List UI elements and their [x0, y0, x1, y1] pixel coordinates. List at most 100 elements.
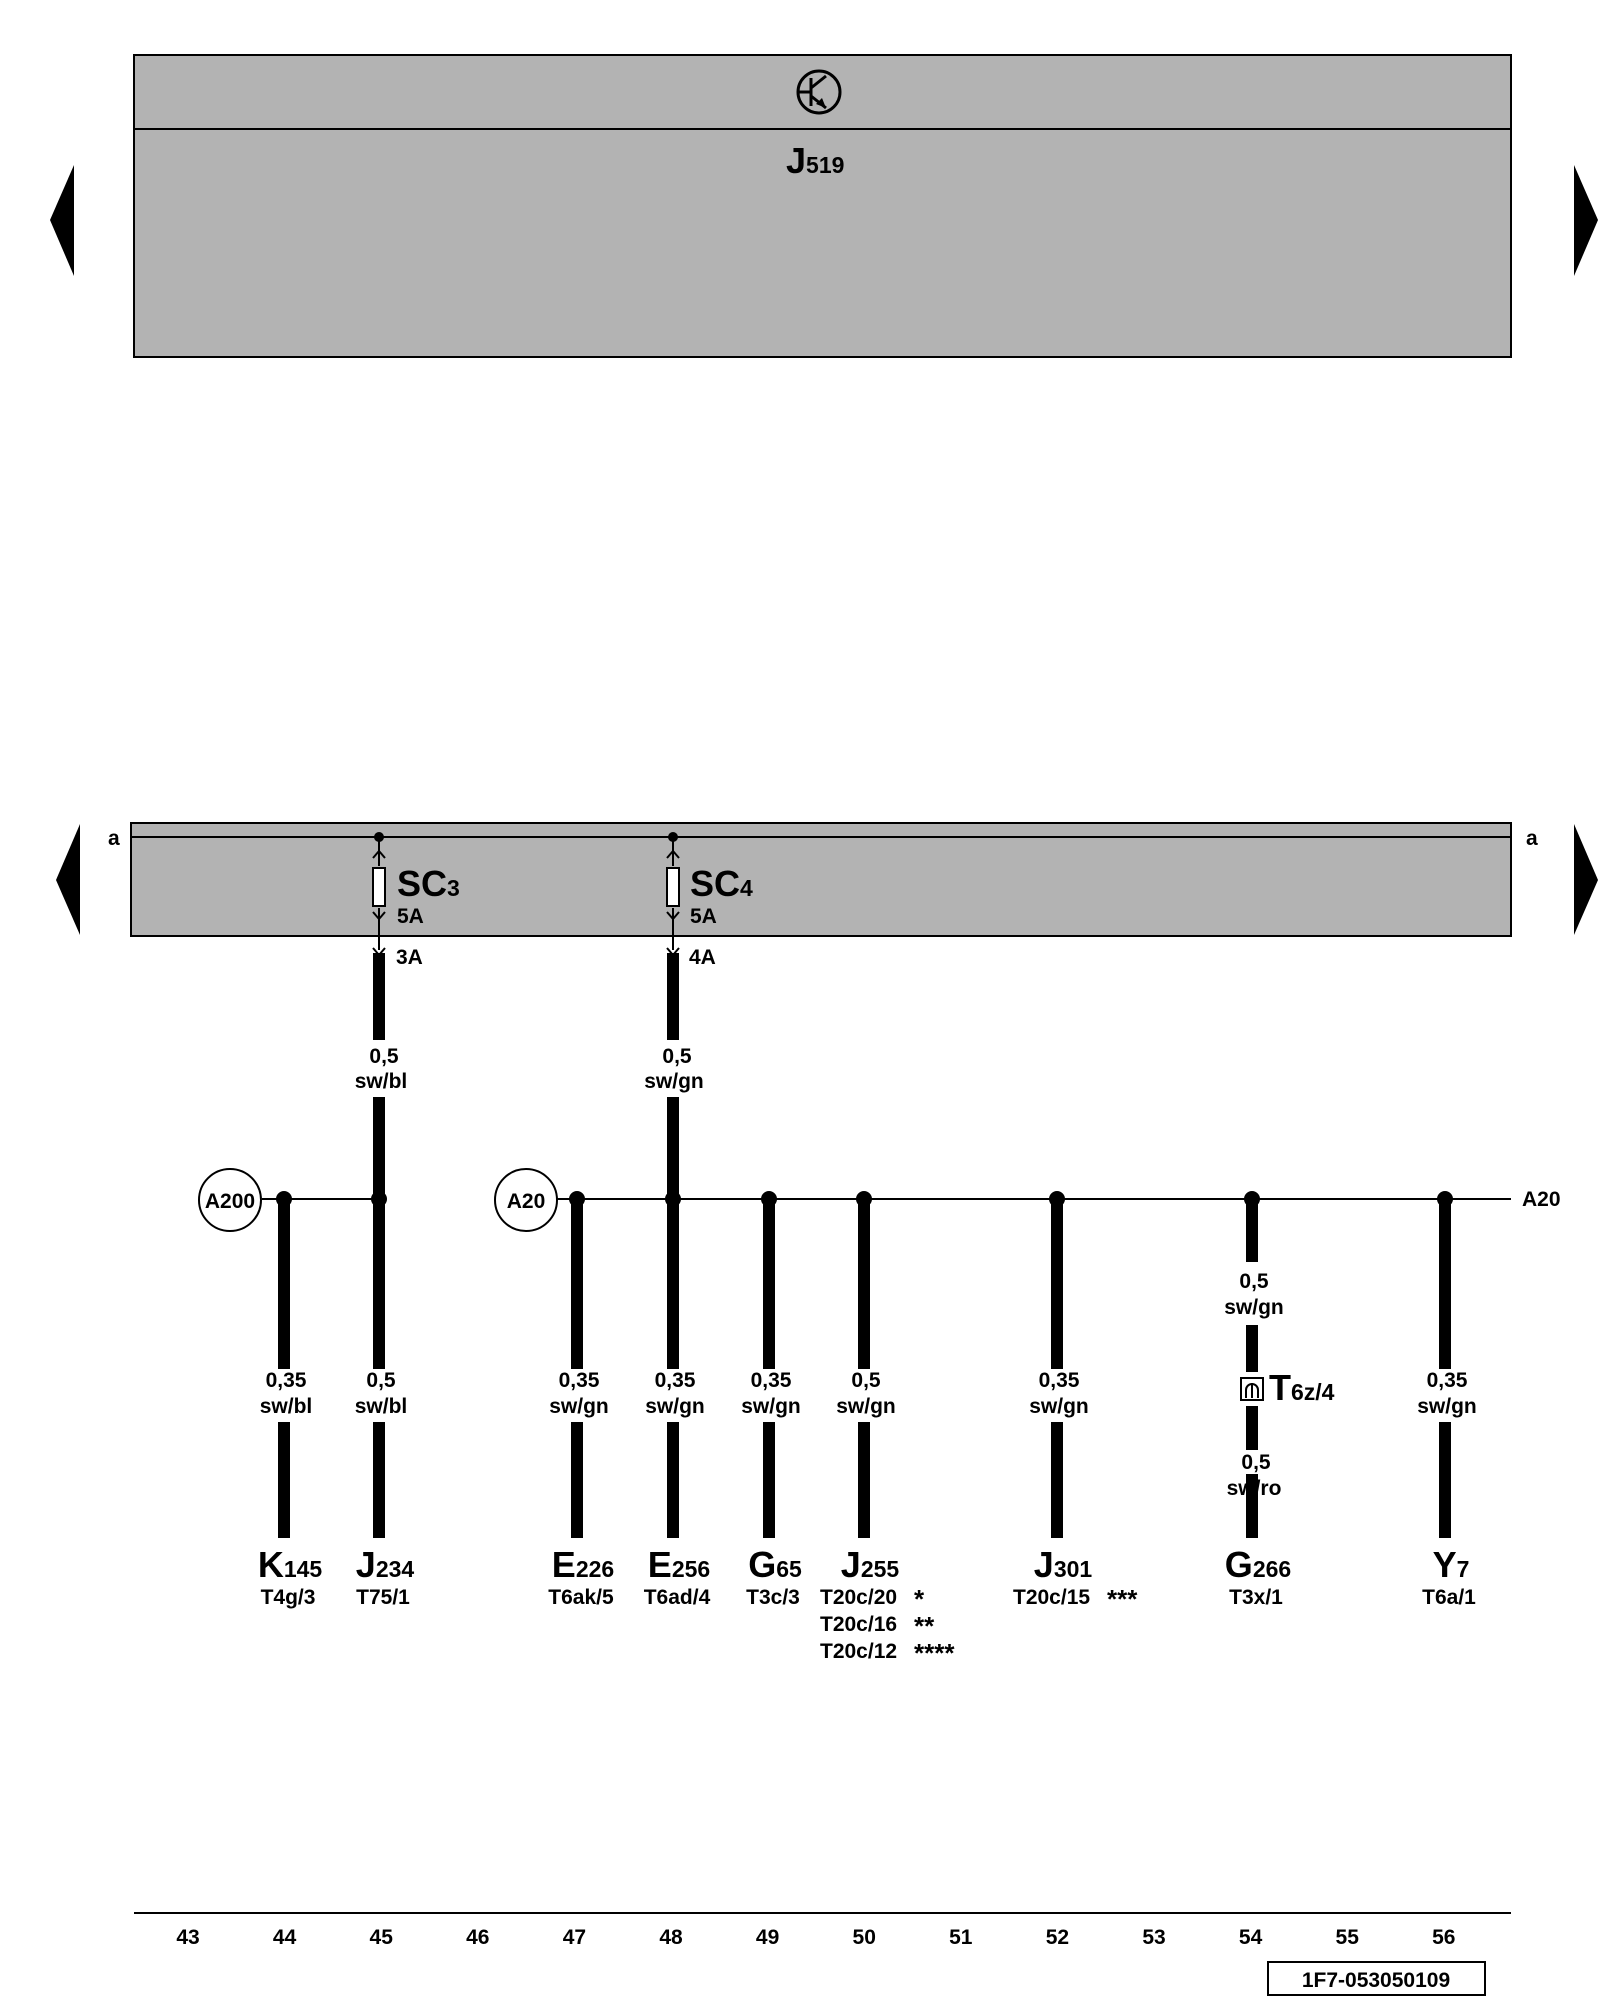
ruler-number: 49: [756, 1926, 779, 1949]
wire-color: sw/gn: [1417, 1395, 1477, 1418]
wire-size: 0,5: [1239, 1270, 1269, 1293]
splice-a20-right-label: A20: [1522, 1188, 1561, 1211]
pin-label: T20c/16: [820, 1613, 897, 1636]
fuse-sc3-label: SC3: [397, 863, 460, 904]
fuse-feed-wires: 0,5 sw/bl 0,5 sw/gn: [355, 953, 704, 1199]
pin-label: T3x/1: [1229, 1586, 1283, 1609]
wire-color: sw/gn: [836, 1395, 896, 1418]
wire-size: 0,35: [1039, 1369, 1080, 1392]
component-label: J234: [356, 1544, 415, 1585]
connector-label: T6z/4: [1269, 1367, 1335, 1408]
bus-label-left: a: [108, 827, 120, 850]
component-label: E226: [552, 1544, 614, 1585]
fuse-sc3: SC3 5A 3A: [372, 832, 460, 969]
fuse-panel: a a: [108, 822, 1538, 937]
pin-label: T20c/15: [1013, 1586, 1090, 1609]
next-page-arrow-icon[interactable]: [1574, 165, 1598, 276]
ruler-number: 55: [1336, 1926, 1360, 1949]
footnote-stars: **: [914, 1611, 935, 1641]
ruler-number: 48: [659, 1926, 683, 1949]
fuse-sc4-label: SC4: [690, 863, 753, 904]
wire-color: sw/gn: [741, 1395, 801, 1418]
component-label: E256: [648, 1544, 710, 1585]
wire-size-2: 0,5: [1241, 1451, 1271, 1474]
sc4-wire-color: sw/gn: [644, 1070, 704, 1093]
transistor-icon: [796, 69, 842, 115]
pin-label: T20c/20: [820, 1586, 897, 1609]
pin-label: T6ad/4: [644, 1586, 711, 1609]
ruler-number: 45: [370, 1926, 394, 1949]
ruler-number: 54: [1239, 1926, 1263, 1949]
ruler-number: 51: [949, 1926, 973, 1949]
wire-size: 0,35: [1427, 1369, 1468, 1392]
component-label: J255: [841, 1544, 900, 1585]
splice-a20: A20: [494, 1168, 558, 1232]
fuse-sc3-terminal: 3A: [396, 946, 423, 969]
document-id: 1F7-053050109: [1302, 1969, 1450, 1992]
component-label: G65: [748, 1544, 802, 1585]
bus-label-right: a: [1526, 827, 1538, 850]
ruler-number: 47: [563, 1926, 586, 1949]
wire-color: sw/bl: [355, 1395, 408, 1418]
splice-a200: A200: [198, 1168, 262, 1232]
wire-size: 0,5: [851, 1369, 881, 1392]
component-label: G266: [1225, 1544, 1291, 1585]
ruler-number: 44: [273, 1926, 297, 1949]
wire-size: 0,5: [366, 1369, 396, 1392]
footnote-stars: *: [914, 1584, 925, 1614]
wire-size: 0,35: [559, 1369, 600, 1392]
component-label: Y7: [1433, 1544, 1470, 1585]
pin-label: T4g/3: [261, 1586, 316, 1609]
sc3-wire-size: 0,5: [369, 1045, 399, 1068]
wire-size: 0,35: [751, 1369, 792, 1392]
wire-color: sw/gn: [1224, 1296, 1284, 1319]
ruler-number: 50: [853, 1926, 876, 1949]
wire-color-2: sw/ro: [1227, 1477, 1282, 1500]
control-unit-module: J519: [133, 54, 1512, 358]
footnote-stars: ****: [914, 1638, 955, 1668]
next-page-arrow-icon-lower[interactable]: [1574, 824, 1598, 935]
footnote-stars: ***: [1107, 1584, 1138, 1614]
pin-label: T3c/3: [746, 1586, 800, 1609]
pin-label: T6ak/5: [548, 1586, 614, 1609]
component-label: J301: [1034, 1544, 1093, 1585]
fuse-sc4: SC4 5A 4A: [666, 832, 753, 969]
component-label: K145: [258, 1544, 323, 1585]
previous-page-arrow-icon-lower[interactable]: [56, 824, 80, 935]
fuse-sc4-terminal: 4A: [689, 946, 716, 969]
ruler-number: 53: [1142, 1926, 1165, 1949]
wire-size: 0,35: [266, 1369, 307, 1392]
ruler-number: 56: [1432, 1926, 1455, 1949]
wire-color: sw/bl: [260, 1395, 313, 1418]
fuse-sc4-rating: 5A: [690, 905, 717, 928]
ruler-number: 46: [466, 1926, 489, 1949]
document-id-box: 1F7-053050109: [1267, 1961, 1486, 1996]
wire-color: sw/gn: [645, 1395, 705, 1418]
previous-page-arrow-icon[interactable]: [50, 165, 74, 276]
control-unit-label: J519: [786, 140, 844, 181]
wire-size: 0,35: [655, 1369, 696, 1392]
pin-label: T6a/1: [1422, 1586, 1476, 1609]
pin-label: T75/1: [356, 1586, 410, 1609]
wire-color: sw/gn: [1029, 1395, 1089, 1418]
splice-a200-label: A200: [205, 1190, 255, 1213]
fuse-sc3-rating: 5A: [397, 905, 424, 928]
pin-label: T20c/12: [820, 1640, 897, 1663]
ruler-number: 43: [176, 1926, 199, 1949]
splice-a20-label: A20: [507, 1190, 546, 1213]
wire-color: sw/gn: [549, 1395, 609, 1418]
sc3-wire-color: sw/bl: [355, 1070, 408, 1093]
sc4-wire-size: 0,5: [662, 1045, 692, 1068]
